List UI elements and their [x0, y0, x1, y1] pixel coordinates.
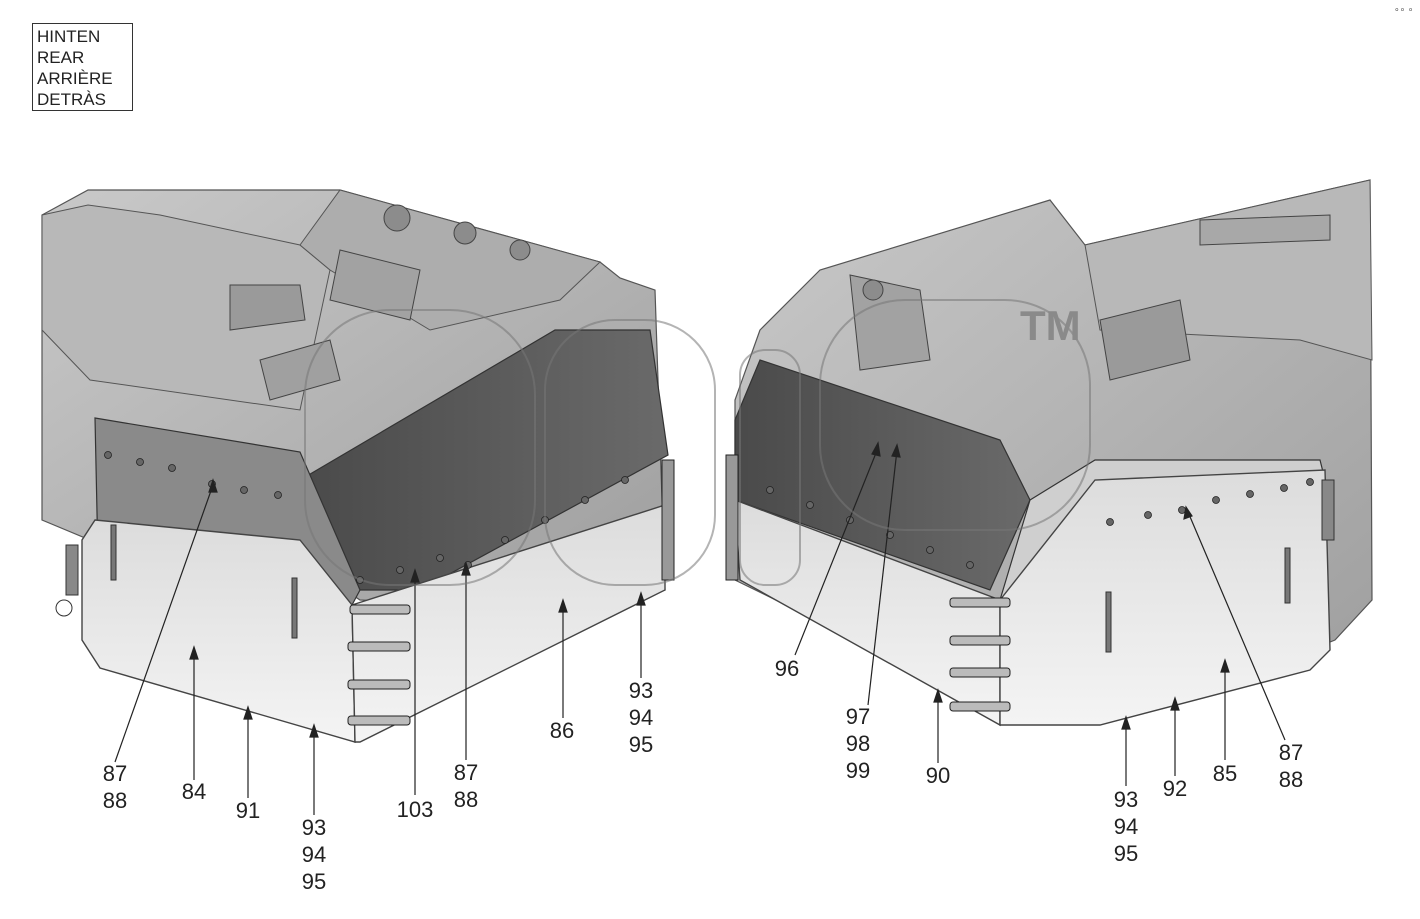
legend-line: ARRIÈRE: [37, 69, 113, 88]
callout-96: 96: [774, 656, 800, 681]
right-hinge-set: [725, 454, 1011, 712]
left-outer-bracket: [65, 544, 79, 596]
right-panel-bolt: [1105, 591, 1112, 653]
legend-line: HINTEN: [37, 27, 101, 46]
watermark-logo: [304, 299, 1091, 586]
left-side-panel-84: [81, 519, 356, 743]
right-outer-bracket: [1321, 479, 1335, 541]
callout-84: 84: [181, 779, 207, 804]
right-bolt-row: [766, 478, 1314, 569]
left-panel-bolt: [291, 577, 298, 639]
corner-mark: ∘∘ ∘: [1394, 4, 1414, 14]
callout-103: 103: [396, 797, 434, 822]
legend-line: REAR: [37, 48, 85, 67]
right-side-panel-85: [999, 469, 1331, 726]
callout-92: 92: [1162, 776, 1188, 801]
left-hinge-set: [347, 459, 675, 726]
left-plate-hole: [453, 221, 477, 245]
left-outer-hole: [55, 599, 73, 617]
callout-85: 85: [1212, 761, 1238, 786]
left-panel-bolt: [110, 524, 117, 581]
left-assembly: [41, 189, 675, 743]
left-bracket: [259, 339, 341, 401]
leader-lines: [114, 441, 1286, 815]
right-assembly: [725, 179, 1373, 727]
right-panel-bolt: [1284, 547, 1291, 604]
right-bracket: [1199, 214, 1331, 246]
left-plate-hole: [509, 239, 531, 261]
legend-line: DETRÀS: [37, 90, 106, 109]
right-plate-hole: [862, 279, 884, 301]
left-plate-hole: [383, 204, 411, 232]
left-bracket: [329, 249, 421, 321]
callout-91: 91: [235, 798, 261, 823]
right-bracket: [849, 274, 931, 371]
callout-90: 90: [925, 763, 951, 788]
orientation-legend: HINTEN REAR ARRIÈRE DETRÀS: [32, 23, 133, 111]
callout-86: 86: [549, 718, 575, 743]
watermark-tm: TM: [1020, 302, 1081, 349]
right-bracket: [1099, 299, 1191, 381]
left-bracket: [229, 284, 306, 331]
